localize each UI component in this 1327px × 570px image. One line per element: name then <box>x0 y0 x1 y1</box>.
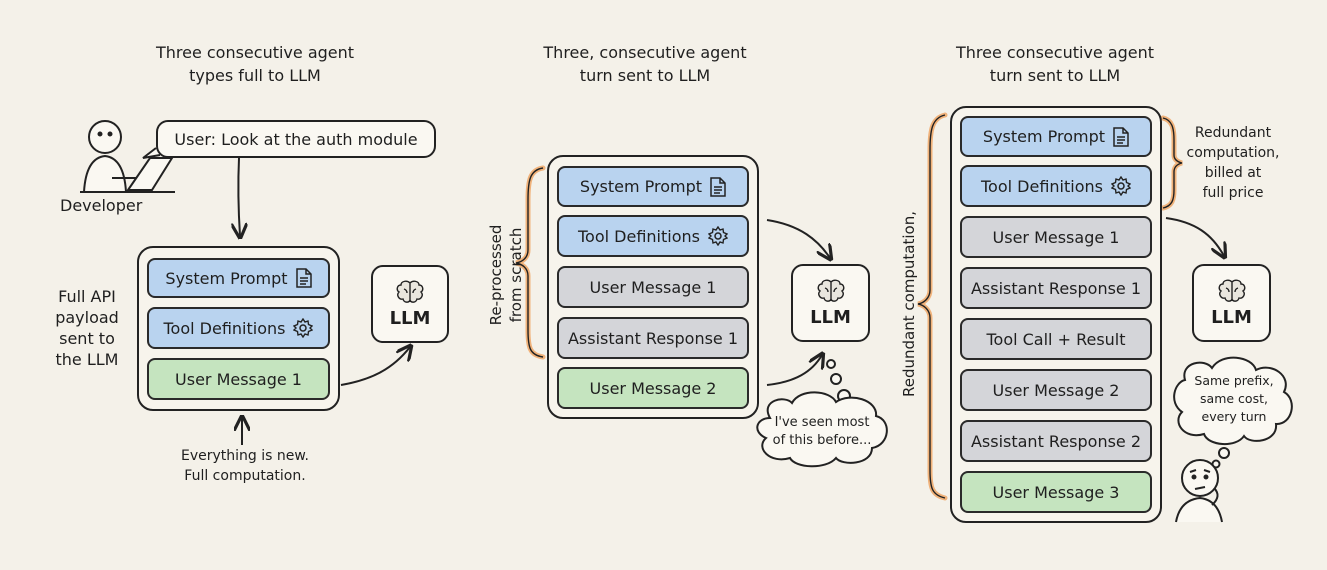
panel3-title-line1: Three consecutive agent <box>955 43 1155 62</box>
block-label: Assistant Response 2 <box>970 431 1142 451</box>
arrow-to-llm-2b <box>766 355 822 386</box>
block-label: System Prompt <box>579 177 703 196</box>
system-prompt-block: System Prompt <box>557 166 749 207</box>
assistant-response-2-block: Assistant Response 2 <box>960 420 1152 462</box>
thought-cloud-3 <box>1173 356 1293 445</box>
user-message-block: User Message 1 <box>147 358 330 400</box>
reprocessed-line2: from scratch <box>507 227 525 323</box>
panel2-title: Three, consecutive agent turn sent to LL… <box>540 41 750 87</box>
right-note-line4: full price <box>1202 185 1264 201</box>
brain-icon <box>1218 279 1245 302</box>
system-prompt-block: System Prompt <box>960 116 1152 157</box>
note-line2: Full computation. <box>184 468 306 484</box>
block-label: User Message 3 <box>992 482 1120 502</box>
assistant-response-1-block: Assistant Response 1 <box>557 317 749 359</box>
llm-box-3: LLM <box>1192 264 1271 342</box>
thought3-line3: every turn <box>1201 409 1267 424</box>
side-label-line2: payload <box>55 308 119 327</box>
thought-cloud-2 <box>756 391 888 468</box>
block-label: Tool Definitions <box>578 226 700 246</box>
right-note-line3: billed at <box>1204 165 1262 181</box>
block-label: Tool Call + Result <box>986 329 1126 349</box>
tool-definitions-block: Tool Definitions <box>147 307 330 349</box>
note-line1: Everything is new. <box>181 448 309 464</box>
panel2-title-line1: Three, consecutive agent <box>543 43 747 62</box>
arrow-to-payload <box>238 157 240 236</box>
document-icon <box>1113 126 1129 147</box>
panel3-title-line2: turn sent to LLM <box>989 66 1121 85</box>
thought-text-3: Same prefix, same cost, every turn <box>1180 372 1288 426</box>
document-icon <box>710 176 726 197</box>
block-label: User Message 1 <box>175 369 302 389</box>
user-message-2-block: User Message 2 <box>557 367 749 409</box>
user-message-1-block: User Message 1 <box>557 266 749 308</box>
arrow-to-llm-3 <box>1165 217 1224 256</box>
block-label: User Message 2 <box>992 380 1120 400</box>
tool-definitions-block: Tool Definitions <box>557 215 749 257</box>
redundant-brace-left <box>917 112 948 501</box>
panel1-note: Everything is new. Full computation. <box>160 446 330 486</box>
side-label-line1: Full API <box>58 287 116 306</box>
thought-text-2: I've seen most of this before... <box>764 414 880 450</box>
tool-definitions-block: Tool Definitions <box>960 165 1152 207</box>
right-note-line1: Redundant <box>1194 125 1272 141</box>
document-icon <box>295 268 312 288</box>
block-label: User Message 1 <box>589 277 717 297</box>
payload-side-label: Full API payload sent to the LLM <box>42 286 132 370</box>
system-prompt-block: System Prompt <box>147 258 330 298</box>
gear-icon <box>293 318 314 338</box>
llm-label: LLM <box>810 306 851 328</box>
developer-icon <box>80 120 175 193</box>
redundant-left-label: Redundant computation, <box>900 210 918 398</box>
reprocessed-line1: Re-processed <box>487 224 505 326</box>
llm-box-2: LLM <box>791 264 870 342</box>
arrow-to-llm-1 <box>340 347 410 386</box>
block-label: Assistant Response 1 <box>567 328 739 348</box>
thought2-line1: I've seen most <box>774 415 870 430</box>
side-label-line4: the LLM <box>55 350 119 369</box>
block-label: User Message 1 <box>992 227 1120 247</box>
panel1-title-line2: types full to LLM <box>189 66 321 85</box>
block-label: Tool Definitions <box>163 318 286 338</box>
user-message-1-block: User Message 1 <box>960 216 1152 258</box>
gear-icon <box>707 226 728 246</box>
thought3-line1: Same prefix, <box>1194 373 1274 388</box>
llm-label: LLM <box>389 307 431 329</box>
gear-icon <box>1110 176 1131 196</box>
user-bubble-text: User: Look at the auth module <box>174 129 418 149</box>
user-message-2-block: User Message 2 <box>960 369 1152 411</box>
user-message-bubble: User: Look at the auth module <box>156 120 436 158</box>
block-label: System Prompt <box>165 268 288 288</box>
llm-box-1: LLM <box>371 265 449 343</box>
redundant-right-label: Redundant computation, billed at full pr… <box>1183 123 1283 203</box>
assistant-response-1-block: Assistant Response 1 <box>960 267 1152 309</box>
block-label: Assistant Response 1 <box>970 278 1142 298</box>
reprocessed-label: Re-processed from scratch <box>486 205 530 345</box>
thought2-line2: of this before... <box>772 433 872 448</box>
thinking-face-icon <box>1175 459 1223 523</box>
block-label: Tool Definitions <box>981 176 1103 196</box>
panel2-title-line2: turn sent to LLM <box>579 66 711 85</box>
thought-dots-3 <box>1211 447 1230 469</box>
brain-icon <box>817 279 844 302</box>
developer-label: Developer <box>60 196 143 215</box>
arrow-to-llm-2a <box>766 219 830 258</box>
block-label: User Message 2 <box>589 378 717 398</box>
panel3-title: Three consecutive agent turn sent to LLM <box>950 41 1160 87</box>
right-note-line2: computation, <box>1186 145 1280 161</box>
panel1-title: Three consecutive agent types full to LL… <box>150 41 360 87</box>
panel1-title-line1: Three consecutive agent <box>155 43 355 62</box>
redundant-brace-right <box>1160 115 1183 211</box>
thought3-line2: same cost, <box>1200 391 1268 406</box>
tool-call-result-block: Tool Call + Result <box>960 318 1152 360</box>
bubble-tail <box>142 147 161 159</box>
block-label: System Prompt <box>982 127 1106 146</box>
llm-label: LLM <box>1211 306 1252 328</box>
brain-icon <box>396 280 424 303</box>
user-message-3-block: User Message 3 <box>960 471 1152 513</box>
side-label-line3: sent to <box>59 329 115 348</box>
